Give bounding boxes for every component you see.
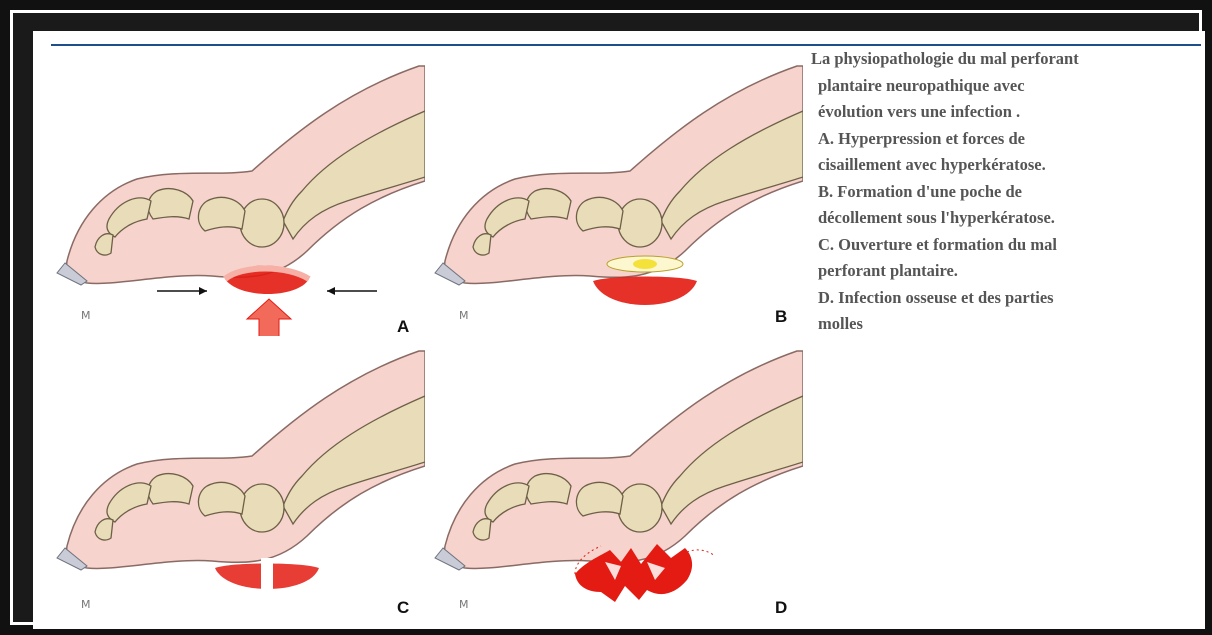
caption-line: La physiopathologie du mal perforant [811, 46, 1203, 73]
figure-caption: La physiopathologie du mal perforant pla… [811, 46, 1203, 338]
foot-d [435, 351, 803, 570]
hyperkeratosis-b [593, 277, 697, 306]
ulcer-opening [261, 558, 273, 598]
publisher-mark: M [459, 598, 469, 611]
panel-c-illustration [47, 336, 425, 621]
image-frame-inner: M A [10, 10, 1202, 625]
panel-b-illustration [425, 51, 803, 336]
foot-c [57, 351, 425, 570]
caption-line: cisaillement avec hyperkératose. [811, 152, 1203, 179]
pocket-fluid [633, 259, 657, 269]
publisher-mark: M [81, 309, 91, 322]
publisher-mark: M [81, 598, 91, 611]
caption-line: C. Ouverture et formation du mal [811, 232, 1203, 259]
panel-c: M C [47, 336, 425, 621]
panel-a: M A [47, 51, 425, 336]
caption-line: A. Hyperpression et forces de [811, 126, 1203, 153]
panel-d: M D [425, 336, 803, 621]
panel-d-illustration [425, 336, 803, 621]
panel-c-label: C [397, 598, 409, 618]
caption-line: B. Formation d'une poche de [811, 179, 1203, 206]
caption-line: évolution vers une infection . [811, 99, 1203, 126]
panel-d-label: D [775, 598, 787, 618]
caption-line: perforant plantaire. [811, 258, 1203, 285]
foot-a [57, 66, 425, 285]
panel-a-illustration [47, 51, 425, 336]
panel-a-label: A [397, 317, 409, 337]
caption-line: molles [811, 311, 1203, 338]
foot-diagram: M A [47, 51, 803, 621]
infection-spread-right [687, 550, 715, 556]
figure-canvas: M A [33, 31, 1205, 629]
caption-line: plantaire neuropathique avec [811, 73, 1203, 100]
foot-b [435, 66, 803, 285]
middle-phalanx [148, 189, 193, 219]
proximal-phalanx [198, 197, 245, 231]
pressure-arrow [247, 299, 291, 336]
caption-line: D. Infection osseuse et des parties [811, 285, 1203, 312]
panel-b-label: B [775, 307, 787, 327]
publisher-mark: M [459, 309, 469, 322]
caption-line: décollement sous l'hyperkératose. [811, 205, 1203, 232]
metatarsal-head [240, 199, 284, 247]
panel-b: M B [425, 51, 803, 336]
